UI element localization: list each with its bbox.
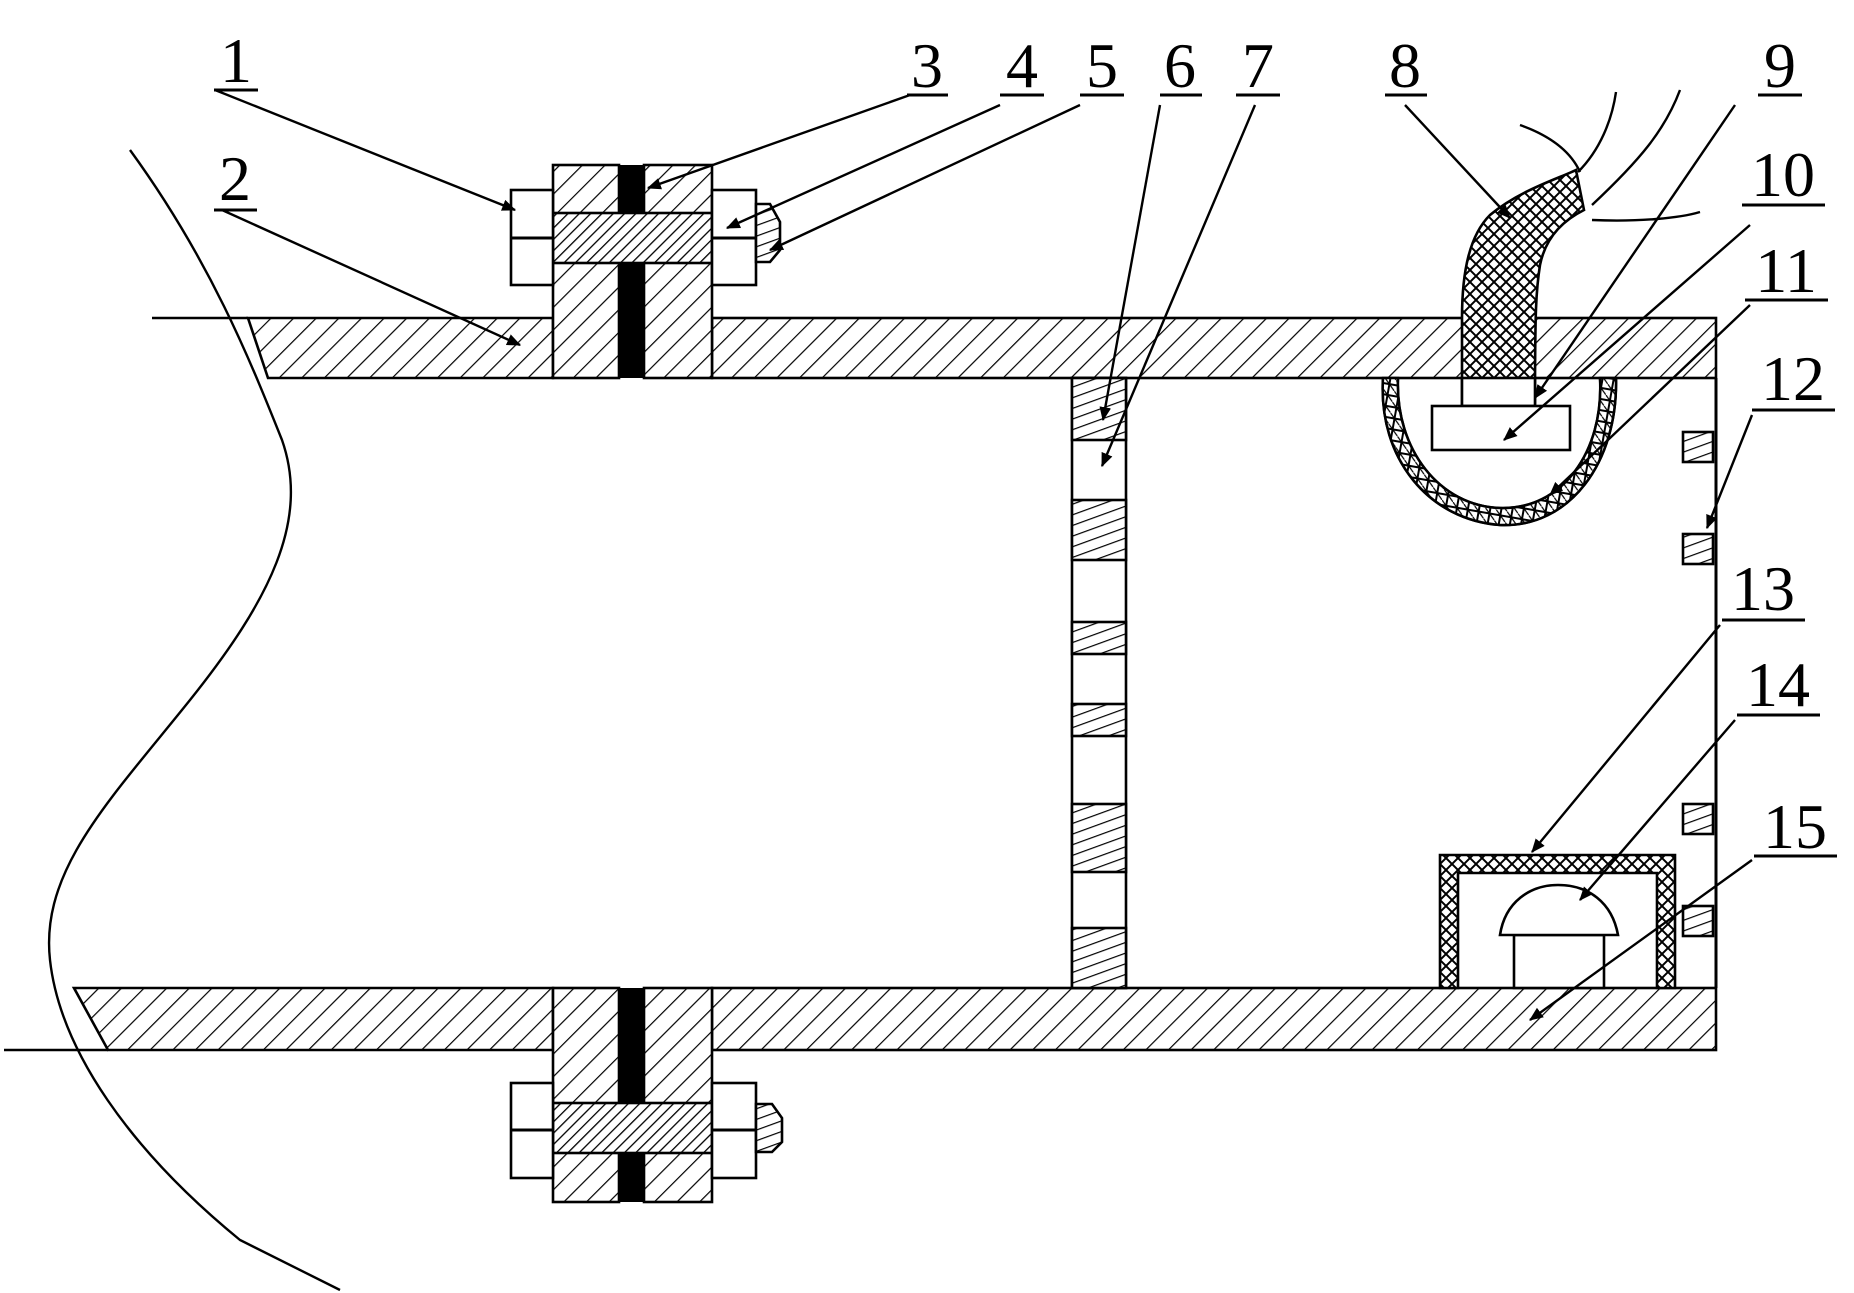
upper-chamber-wall: [710, 316, 1718, 380]
upper-pipe-wall: [246, 316, 555, 380]
upper-flange-joint: [509, 163, 782, 380]
callout-labels: 1 2 3 4 5 6 7 8 9 10 11 12 13 14 15: [214, 25, 1837, 862]
callout-15: 15: [1763, 791, 1827, 862]
leader-lines: [214, 88, 1754, 1021]
cable-gland: [1460, 168, 1586, 407]
cable-wire-4: [1591, 210, 1701, 222]
upper-flange-left: [551, 163, 621, 380]
sensor-base: [1512, 933, 1606, 990]
leader-6: [1099, 104, 1162, 422]
leader-13: [1531, 624, 1721, 853]
callout-4: 4: [1006, 30, 1038, 101]
callout-13: 13: [1731, 553, 1795, 624]
break-line: [47, 149, 341, 1292]
leader-5: [768, 103, 1081, 252]
leader-1: [214, 88, 517, 212]
stud-2: [1681, 532, 1715, 566]
leader-10: [1503, 224, 1751, 441]
callout-3: 3: [911, 30, 943, 101]
callout-2: 2: [219, 143, 251, 214]
callout-5: 5: [1086, 30, 1118, 101]
callout-6: 6: [1164, 30, 1196, 101]
leader-14: [1579, 719, 1736, 901]
upper-flange-right: [642, 163, 714, 380]
end-studs: [1681, 430, 1715, 938]
leader-7: [1100, 104, 1257, 468]
callout-8: 8: [1389, 30, 1421, 101]
sensor-dome: [1498, 883, 1620, 937]
sensor-assembly-lower: [1438, 853, 1677, 990]
upper-gasket: [619, 165, 644, 378]
sensor-assembly-upper: [1381, 89, 1701, 527]
callout-10: 10: [1751, 139, 1815, 210]
lower-gasket: [619, 988, 644, 1202]
leader-4: [725, 103, 1001, 230]
perforated-baffle: [1070, 376, 1128, 990]
leader-11: [1549, 304, 1751, 496]
housing-shell: [1381, 376, 1618, 527]
lower-flange-left: [551, 986, 621, 1204]
lower-bolt-tip: [754, 1102, 784, 1154]
leader-8: [1404, 104, 1511, 219]
cable-wire-1: [1519, 123, 1582, 173]
upper-bolt-shank: [551, 211, 714, 265]
stud-4: [1681, 904, 1715, 938]
pipe-body: [4, 316, 1718, 1052]
lower-chamber-wall: [710, 986, 1718, 1052]
callout-14: 14: [1746, 649, 1810, 720]
stud-3: [1681, 802, 1715, 836]
leader-3: [646, 93, 911, 190]
callout-1: 1: [220, 25, 252, 96]
cable-wire-2: [1577, 91, 1618, 173]
cable-wire-3: [1591, 89, 1682, 206]
callout-9: 9: [1764, 30, 1796, 101]
leader-12: [1705, 414, 1754, 530]
callout-12: 12: [1761, 343, 1825, 414]
lower-flange-right: [642, 986, 714, 1204]
sensor-mount: [1460, 376, 1537, 408]
callout-11: 11: [1755, 235, 1817, 306]
lower-flange-joint: [509, 986, 784, 1204]
leader-15: [1529, 859, 1753, 1021]
leader-9: [1534, 104, 1736, 399]
leader-2: [221, 208, 522, 347]
lower-pipe-wall: [71, 986, 555, 1052]
lower-bolt-shank: [551, 1101, 714, 1155]
stud-1: [1681, 430, 1715, 464]
callout-7: 7: [1242, 30, 1274, 101]
sensor-element: [1430, 404, 1572, 452]
baffle-frame: [1070, 376, 1128, 990]
sensor-box-shell: [1438, 853, 1677, 990]
